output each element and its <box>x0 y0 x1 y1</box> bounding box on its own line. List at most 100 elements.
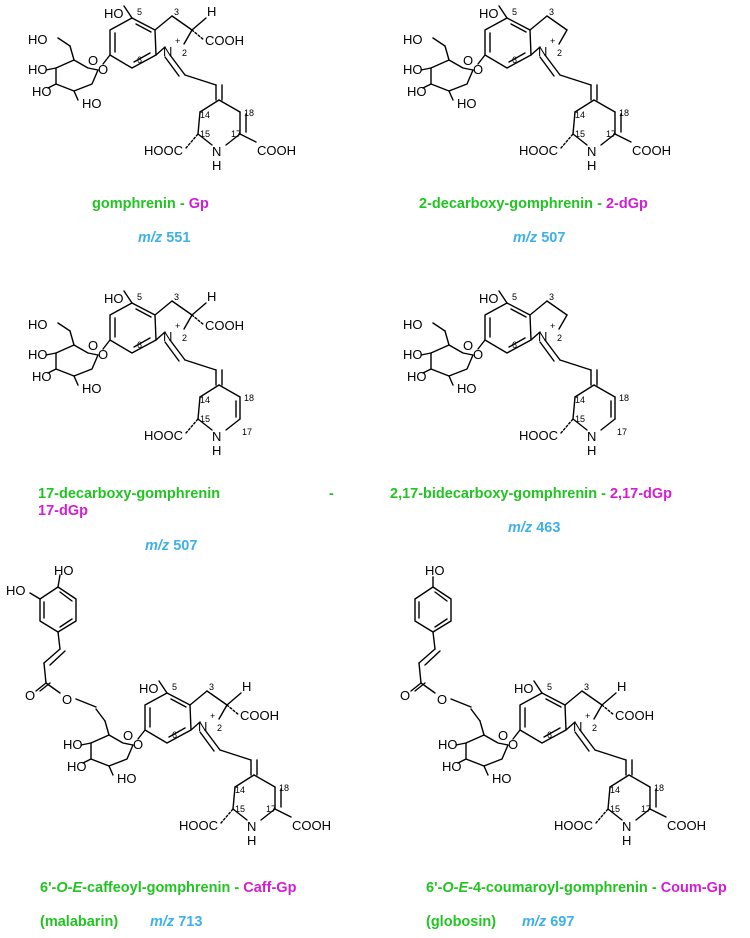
compound-name: 2-decarboxy-gomphrenin <box>419 196 594 212</box>
locant-3: 3 <box>584 682 589 692</box>
locant-18: 18 <box>619 393 629 403</box>
locant-18: 18 <box>244 393 254 403</box>
cooh-label: COOH <box>292 818 331 833</box>
name-italic: O-E <box>56 880 83 896</box>
locant-15: 15 <box>575 414 585 424</box>
ho-label: HO <box>407 369 427 384</box>
h-label: H <box>247 833 256 848</box>
ho-label: HO <box>82 381 102 396</box>
locant-2: 2 <box>557 333 562 343</box>
locant-2: 2 <box>557 48 562 58</box>
locant-5: 5 <box>512 7 517 17</box>
name-rest: -4-coumaroyl-gomphrenin <box>468 880 648 896</box>
h-label: H <box>212 443 221 458</box>
ho-label: HO <box>438 737 458 752</box>
compound-abbr: Coum-Gp <box>660 880 727 896</box>
locant-18: 18 <box>244 108 254 118</box>
structure-2-decarboxy-gomphrenin: HO HO HO HO HO O O N + N H HOOC COOH 5 3… <box>403 5 671 173</box>
locant-14: 14 <box>610 785 620 795</box>
locant-14: 14 <box>200 110 210 120</box>
locant-2: 2 <box>217 723 222 733</box>
compound-abbr: 2-dGp <box>605 196 648 212</box>
locant-2: 2 <box>592 723 597 733</box>
n-label: N <box>587 429 596 444</box>
ho-label: HO <box>117 771 137 786</box>
o-label: O <box>463 338 473 353</box>
ho-label: HO <box>54 565 74 578</box>
n-label: N <box>538 329 547 344</box>
n-label: N <box>163 329 172 344</box>
o-label: O <box>437 692 447 707</box>
ho-label: HO <box>457 96 477 111</box>
hooc-label: HOOC <box>519 143 558 158</box>
cooh-label: COOH <box>632 143 671 158</box>
ho-label: HO <box>425 565 445 578</box>
name-rest: -caffeoyl-gomphrenin <box>82 880 231 896</box>
h-label: H <box>587 158 596 173</box>
atom-labels: HO HO HO HO HO O O N + H COOH N H HOOC C… <box>28 4 296 173</box>
locant-3: 3 <box>549 292 554 302</box>
ho-label: HO <box>139 681 159 696</box>
ho-label: HO <box>67 759 87 774</box>
structure-gomphrenin: HO HO HO HO HO O O N + H COOH N H HOOC C… <box>28 4 296 173</box>
o-label: O <box>473 62 483 77</box>
h-label: H <box>207 289 216 304</box>
locant-14: 14 <box>575 395 585 405</box>
o-label: O <box>498 728 508 743</box>
n-label: N <box>163 44 172 59</box>
structure-2-17-bidecarboxy-gomphrenin: HO HO HO HO HO O O N + N H HOOC 5 3 2 6 … <box>403 290 629 458</box>
n-label: N <box>573 719 582 734</box>
plus-label: + <box>210 711 215 721</box>
molecule-core <box>45 5 257 149</box>
locant-15: 15 <box>575 129 585 139</box>
mz-gomphrenin: m/z 551 <box>138 230 190 246</box>
mz-value: 713 <box>178 914 203 930</box>
ho-label: HO <box>6 583 26 598</box>
ho-label: HO <box>82 96 102 111</box>
h-label: H <box>617 679 626 694</box>
structure-caffeoyl-gomphrenin: HO HO O O HO HO HO HO O O N + H COOH N H… <box>6 565 331 848</box>
mz-label: m/z <box>508 520 533 536</box>
locant-6: 6 <box>547 730 552 740</box>
locant-18: 18 <box>654 783 664 793</box>
ho-label: HO <box>442 759 462 774</box>
caption-2-17-bidecarboxy-gomphrenin: 2,17-bidecarboxy-gomphrenin - 2,17-dGp <box>390 486 672 502</box>
plus-label: + <box>175 36 180 46</box>
locant-17: 17 <box>242 427 252 437</box>
caption-caffeoyl-gomphrenin: 6'-O-E-caffeoyl-gomphrenin - Caff-Gp <box>40 880 296 896</box>
h-label: H <box>212 158 221 173</box>
structure-coumaroyl-gomphrenin: HO O O HO HO HO HO O O N + H COOH N H HO… <box>400 565 706 848</box>
mz-17-decarboxy-gomphrenin: m/z 507 <box>145 538 197 554</box>
locant-5: 5 <box>547 682 552 692</box>
locant-3: 3 <box>174 292 179 302</box>
h-label: H <box>587 443 596 458</box>
separator: - <box>234 880 240 896</box>
hooc-label: HOOC <box>144 143 183 158</box>
locant-14: 14 <box>200 395 210 405</box>
ho-label: HO <box>403 347 423 362</box>
caption-gomphrenin: gomphrenin - Gp <box>92 196 209 212</box>
ho-label: HO <box>28 62 48 77</box>
ho-label: HO <box>28 347 48 362</box>
n-label: N <box>587 144 596 159</box>
n-label: N <box>622 819 631 834</box>
o-label: O <box>98 347 108 362</box>
plus-label: + <box>585 711 590 721</box>
ho-label: HO <box>28 317 48 332</box>
hooc-label: HOOC <box>144 428 183 443</box>
separator: - <box>597 196 602 212</box>
locant-3: 3 <box>209 682 214 692</box>
mz-value: 551 <box>166 230 191 246</box>
locant-3: 3 <box>549 7 554 17</box>
h-label: H <box>207 4 216 19</box>
locant-17: 17 <box>641 804 651 814</box>
locant-2: 2 <box>182 333 187 343</box>
o-label: O <box>133 737 143 752</box>
cooh-label: COOH <box>240 708 279 723</box>
ho-label: HO <box>492 771 512 786</box>
h-label: H <box>242 679 251 694</box>
locant-14: 14 <box>235 785 245 795</box>
plus-label: + <box>550 36 555 46</box>
separator: - <box>601 486 606 502</box>
